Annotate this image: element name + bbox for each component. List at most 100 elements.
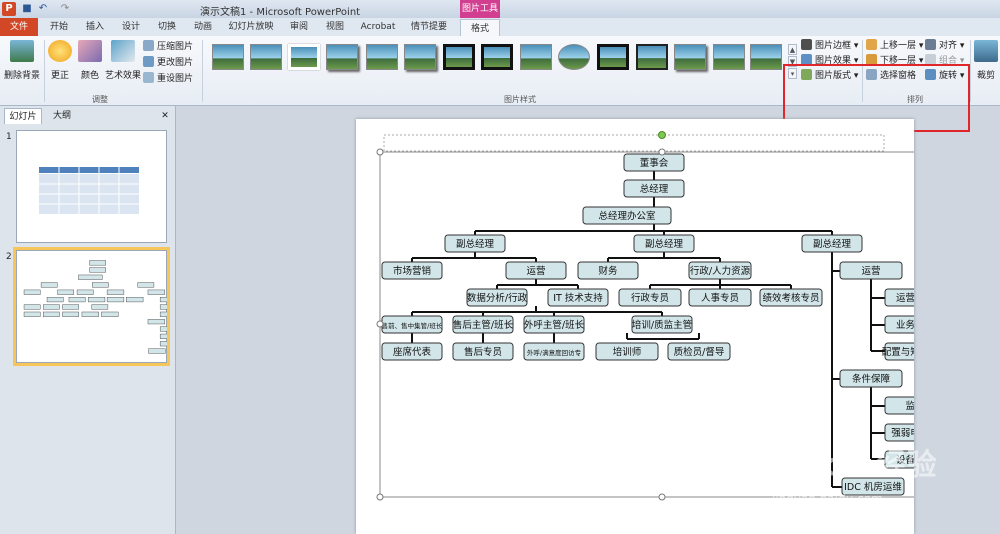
tab-acrobat[interactable]: Acrobat <box>360 22 396 32</box>
change-picture-button[interactable]: 更改图片 <box>143 56 193 70</box>
tab-view[interactable]: 视图 <box>325 22 344 32</box>
powerpoint-app-icon[interactable]: P <box>2 2 16 16</box>
redo-icon[interactable]: ↷ <box>60 3 70 14</box>
org-chart-node: 座席代表 <box>381 342 443 361</box>
mini-node <box>159 304 177 310</box>
gallery-more-icon[interactable]: ▾ <box>788 68 797 79</box>
picture-style-9[interactable] <box>520 44 552 70</box>
reset-label: 重设图片 <box>157 74 194 84</box>
selection-pane-button[interactable]: 选择窗格 <box>866 69 916 83</box>
tab-outline[interactable]: 大纲 <box>52 111 71 121</box>
tab-home[interactable]: 开始 <box>49 22 68 32</box>
org-chart-picture[interactable]: 董事会总经理总经理办公室副总经理副总经理副总经理市场营销运营财务行政/人力资源运… <box>356 119 914 534</box>
tab-slideshow[interactable]: 幻灯片放映 <box>228 22 274 32</box>
picture-style-6[interactable] <box>404 44 436 70</box>
picture-style-3[interactable] <box>288 44 320 70</box>
picture-style-5[interactable] <box>366 44 398 70</box>
picture-style-8[interactable] <box>481 44 513 70</box>
picture-style-11[interactable] <box>597 44 629 70</box>
org-chart-node-label: 业务服务 <box>896 319 914 331</box>
org-chart-node: 副总经理 <box>444 234 506 253</box>
artistic-effects-button[interactable]: 艺术效果 <box>104 40 142 81</box>
rotate-handle[interactable] <box>658 131 666 139</box>
picture-style-12[interactable] <box>636 44 668 70</box>
resize-handle[interactable] <box>376 148 384 156</box>
org-chart-node-label: 总经理 <box>640 183 669 195</box>
tab-format[interactable]: 格式 <box>460 19 500 37</box>
org-chart-node: 总经理办公室 <box>582 206 672 225</box>
picture-style-13[interactable] <box>674 44 706 70</box>
org-chart-node: 条件保障 <box>839 369 903 388</box>
picture-style-4[interactable] <box>326 44 358 70</box>
picture-effects-button[interactable]: 图片效果 ▾ <box>801 54 858 68</box>
undo-icon[interactable]: ↶ <box>38 3 48 14</box>
close-panel-icon[interactable]: ✕ <box>161 111 169 121</box>
org-chart-node: 行政/人力资源 <box>688 261 752 280</box>
org-chart-node: 运营 <box>505 261 567 280</box>
rotate-icon <box>925 69 936 80</box>
tab-file[interactable]: 文件 <box>0 18 38 36</box>
tab-insert[interactable]: 插入 <box>85 22 104 32</box>
mini-node <box>57 289 75 295</box>
picture-style-15[interactable] <box>750 44 782 70</box>
slide-thumbnail-2[interactable] <box>13 247 177 366</box>
picture-style-1[interactable] <box>212 44 244 70</box>
selection-pane-icon <box>866 69 877 80</box>
gallery-scroll-up-icon[interactable]: ▲ <box>788 44 797 55</box>
org-chart-node-label: 培训/质监主管 <box>632 319 692 331</box>
picture-tools-context-label: 图片工具 <box>460 0 500 18</box>
picture-style-7[interactable] <box>443 44 475 70</box>
compress-pictures-button[interactable]: 压缩图片 <box>143 40 193 54</box>
save-icon[interactable]: ■ <box>22 3 32 14</box>
org-chart-node-label: IDC 机房运维 <box>844 481 902 493</box>
slide-canvas[interactable]: 董事会总经理总经理办公室副总经理副总经理副总经理市场营销运营财务行政/人力资源运… <box>356 119 914 534</box>
org-chart-node-label: 强弱电运维 <box>891 427 914 439</box>
resize-handle[interactable] <box>658 148 666 156</box>
artistic-effects-icon <box>111 40 135 62</box>
mini-node <box>159 341 177 347</box>
mini-node <box>106 289 125 295</box>
mini-node <box>87 297 106 303</box>
tab-design[interactable]: 设计 <box>121 22 140 32</box>
mini-node <box>43 311 60 317</box>
color-button[interactable]: 颜色 <box>76 40 104 81</box>
resize-handle[interactable] <box>376 320 384 328</box>
tab-storyboard[interactable]: 情节提要 <box>410 22 447 32</box>
mini-node <box>68 297 86 303</box>
tab-review[interactable]: 审阅 <box>289 22 308 32</box>
rotate-button[interactable]: 旋转 ▾ <box>925 69 964 83</box>
resize-handle[interactable] <box>376 493 384 501</box>
send-backward-button[interactable]: 下移一层 ▾ <box>866 54 923 68</box>
remove-background-button[interactable]: 删除背景 <box>2 40 42 81</box>
picture-layout-button[interactable]: 图片版式 ▾ <box>801 69 858 83</box>
org-chart-node-label: 条件保障 <box>852 373 891 385</box>
gallery-scroll-down-icon[interactable]: ▼ <box>788 56 797 67</box>
org-chart-node-label: 绩效考核专员 <box>762 292 819 304</box>
resize-handle[interactable] <box>658 493 666 501</box>
title-placeholder-frame <box>383 134 885 152</box>
picture-style-10[interactable] <box>558 44 590 70</box>
tab-animations[interactable]: 动画 <box>193 22 212 32</box>
baidu-watermark: Baidu 经验 <box>770 448 937 483</box>
picture-style-2[interactable] <box>250 44 282 70</box>
tab-slides[interactable]: 幻灯片 <box>4 108 42 124</box>
tab-transitions[interactable]: 切换 <box>157 22 176 32</box>
picture-effects-icon <box>801 54 812 65</box>
align-button[interactable]: 对齐 ▾ <box>925 39 964 53</box>
mini-node <box>62 304 79 310</box>
org-chart-node: 行政专员 <box>618 288 682 307</box>
picture-border-button[interactable]: 图片边框 ▾ <box>801 39 858 53</box>
org-chart-node-label: 质检员/督导 <box>674 346 725 358</box>
org-chart-node: 培训师 <box>595 342 659 361</box>
slide-thumbnail-1[interactable] <box>16 130 167 243</box>
corrections-button[interactable]: 更正 <box>46 40 74 81</box>
org-chart-node-label: 数据分析/行政 <box>467 292 528 304</box>
mini-node <box>106 297 125 303</box>
divider <box>862 40 863 102</box>
group-button[interactable]: 组合 ▾ <box>925 54 964 68</box>
org-chart-node-label: 售前、售中集管/班长 <box>382 321 443 330</box>
crop-button[interactable]: 裁剪 <box>972 40 1000 81</box>
picture-style-14[interactable] <box>713 44 745 70</box>
reset-picture-button[interactable]: 重设图片 <box>143 72 193 86</box>
bring-forward-button[interactable]: 上移一层 ▾ <box>866 39 923 53</box>
